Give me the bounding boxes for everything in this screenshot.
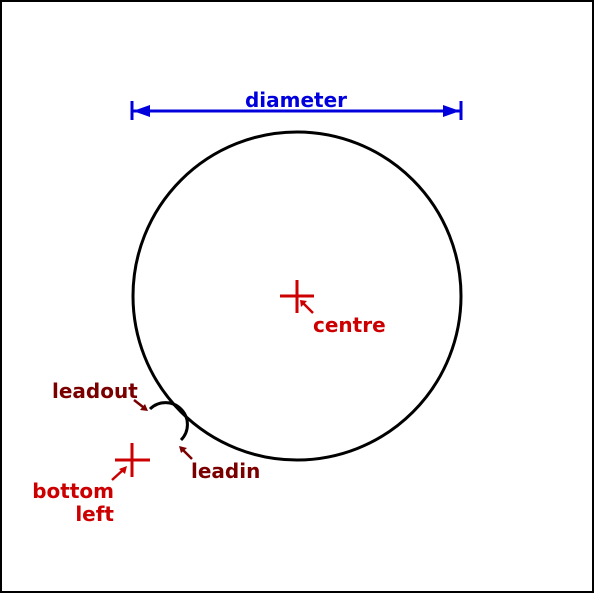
leadout-arrow-icon <box>133 399 148 411</box>
bottom-left-marker: bottom left <box>32 443 150 526</box>
leadin-annotation: leadin <box>179 446 260 483</box>
diameter-dimension: diameter <box>130 88 463 120</box>
leadin-arrow-icon <box>179 446 193 460</box>
lead-arc <box>148 401 189 442</box>
centre-label: centre <box>313 313 386 337</box>
diameter-arrow-left-icon <box>133 105 150 117</box>
centre-marker: centre <box>280 280 386 337</box>
bottom-left-crosshair-icon <box>115 443 150 477</box>
centre-crosshair-icon <box>280 280 314 313</box>
bottom-left-label-line2: left <box>75 502 114 526</box>
bottom-left-arrow-icon <box>111 466 127 481</box>
bottom-left-label-line1: bottom <box>32 479 114 503</box>
leadin-label: leadin <box>191 459 260 483</box>
leadout-annotation: leadout <box>52 379 148 411</box>
diameter-label: diameter <box>245 88 347 112</box>
centre-arrow-icon <box>300 300 314 314</box>
diameter-arrow-right-icon <box>443 105 460 117</box>
leadout-label: leadout <box>52 379 138 403</box>
main-circle <box>131 130 463 462</box>
